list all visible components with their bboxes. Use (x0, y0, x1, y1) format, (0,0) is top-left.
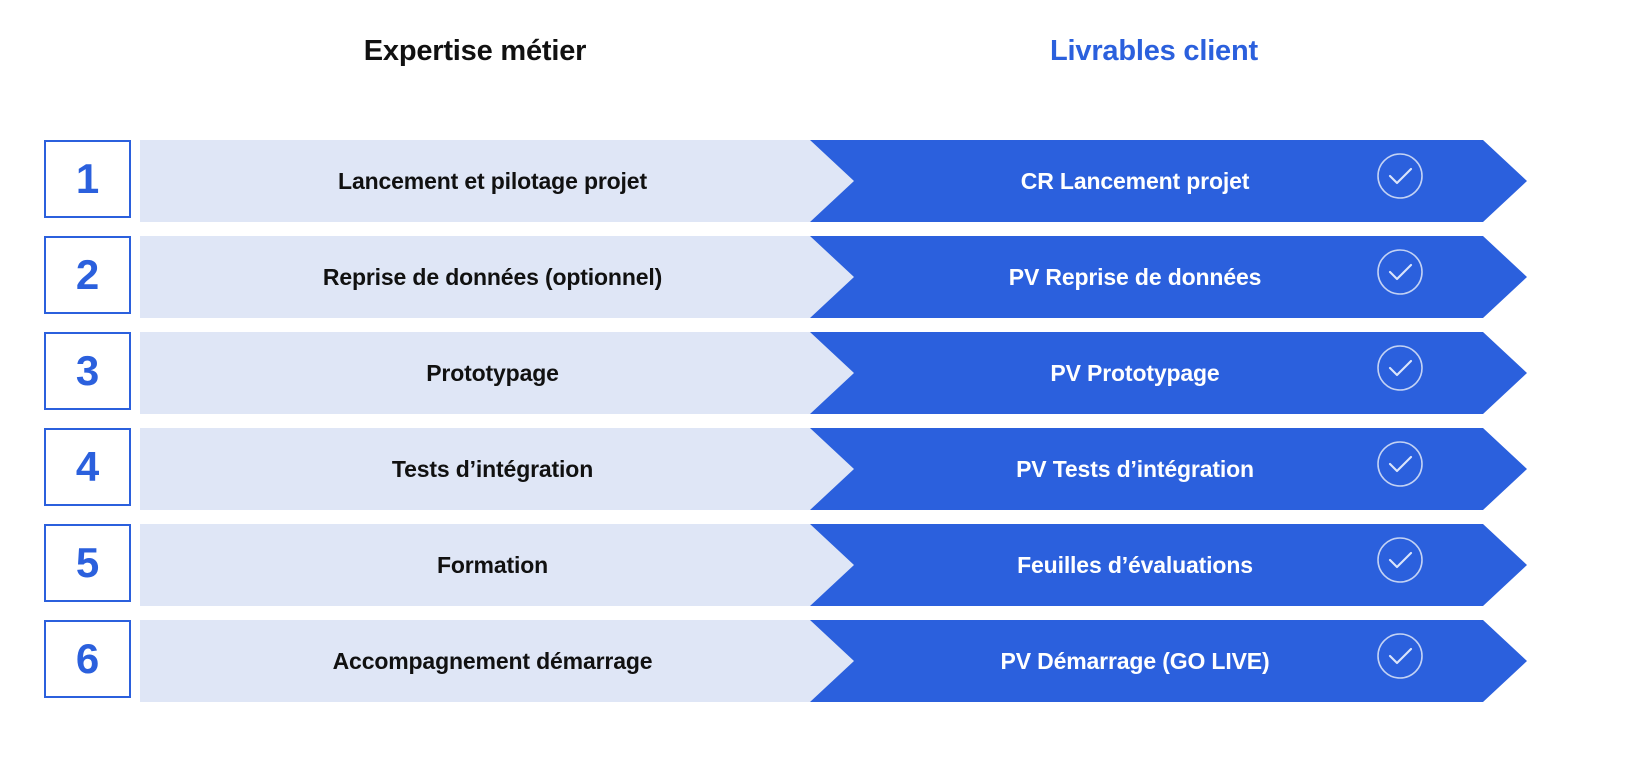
livrable-label: PV Reprise de données (1008, 263, 1262, 290)
expertise-chevron[interactable]: Tests d’intégration (140, 428, 885, 510)
check-circle-icon (1376, 536, 1424, 584)
step-number-box: 3 (44, 332, 131, 410)
check-circle-icon (1376, 248, 1424, 296)
step-number-box: 1 (44, 140, 131, 218)
livrable-chevron[interactable]: Feuilles d’évaluations (810, 524, 1527, 606)
livrable-label: PV Prototypage (1050, 359, 1220, 386)
expertise-label: Formation (436, 551, 549, 578)
expertise-chevron[interactable]: Accompagnement démarrage (140, 620, 885, 702)
expertise-label: Accompagnement démarrage (332, 647, 653, 674)
process-row-6: 6 Accompagnement démarrage PV Démarrage … (0, 620, 1638, 702)
expertise-chevron[interactable]: Prototypage (140, 332, 885, 414)
check-circle-icon (1376, 344, 1424, 392)
livrable-label: PV Démarrage (GO LIVE) (1000, 647, 1270, 674)
livrable-chevron[interactable]: PV Tests d’intégration (810, 428, 1527, 510)
process-row-2: 2 Reprise de données (optionnel) PV Repr… (0, 236, 1638, 318)
step-number-box: 6 (44, 620, 131, 698)
step-number: 3 (75, 347, 100, 394)
expertise-label: Prototypage (426, 359, 559, 386)
column-header-expertise: Expertise métier (363, 35, 587, 67)
check-circle-icon (1376, 152, 1424, 200)
expertise-chevron[interactable]: Formation (140, 524, 885, 606)
livrable-chevron[interactable]: PV Prototypage (810, 332, 1527, 414)
livrable-chevron[interactable]: PV Démarrage (GO LIVE) (810, 620, 1527, 702)
process-row-4: 4 Tests d’intégration PV Tests d’intégra… (0, 428, 1638, 510)
step-number: 5 (75, 539, 100, 586)
livrable-label: CR Lancement projet (1020, 167, 1250, 194)
step-number-box: 2 (44, 236, 131, 314)
expertise-label: Tests d’intégration (391, 455, 594, 482)
expertise-chevron[interactable]: Lancement et pilotage projet (140, 140, 885, 222)
step-number-box: 4 (44, 428, 131, 506)
check-circle-icon (1376, 632, 1424, 680)
livrable-label: PV Tests d’intégration (1016, 455, 1254, 482)
step-number: 1 (75, 155, 100, 202)
column-header-livrables: Livrables client (1050, 35, 1258, 67)
livrable-chevron[interactable]: CR Lancement projet (810, 140, 1527, 222)
step-number: 6 (75, 635, 100, 682)
expertise-chevron[interactable]: Reprise de données (optionnel) (140, 236, 885, 318)
step-number-box: 5 (44, 524, 131, 602)
process-row-5: 5 Formation Feuilles d’évaluations (0, 524, 1638, 606)
step-number: 2 (75, 251, 100, 298)
livrable-chevron[interactable]: PV Reprise de données (810, 236, 1527, 318)
step-number: 4 (75, 443, 100, 490)
expertise-label: Lancement et pilotage projet (338, 167, 647, 194)
expertise-label: Reprise de données (optionnel) (322, 263, 663, 290)
process-row-3: 3 Prototypage PV Prototypage (0, 332, 1638, 414)
livrable-label: Feuilles d’évaluations (1017, 551, 1253, 578)
check-circle-icon (1376, 440, 1424, 488)
process-row-1: 1 Lancement et pilotage projet CR Lancem… (0, 140, 1638, 222)
